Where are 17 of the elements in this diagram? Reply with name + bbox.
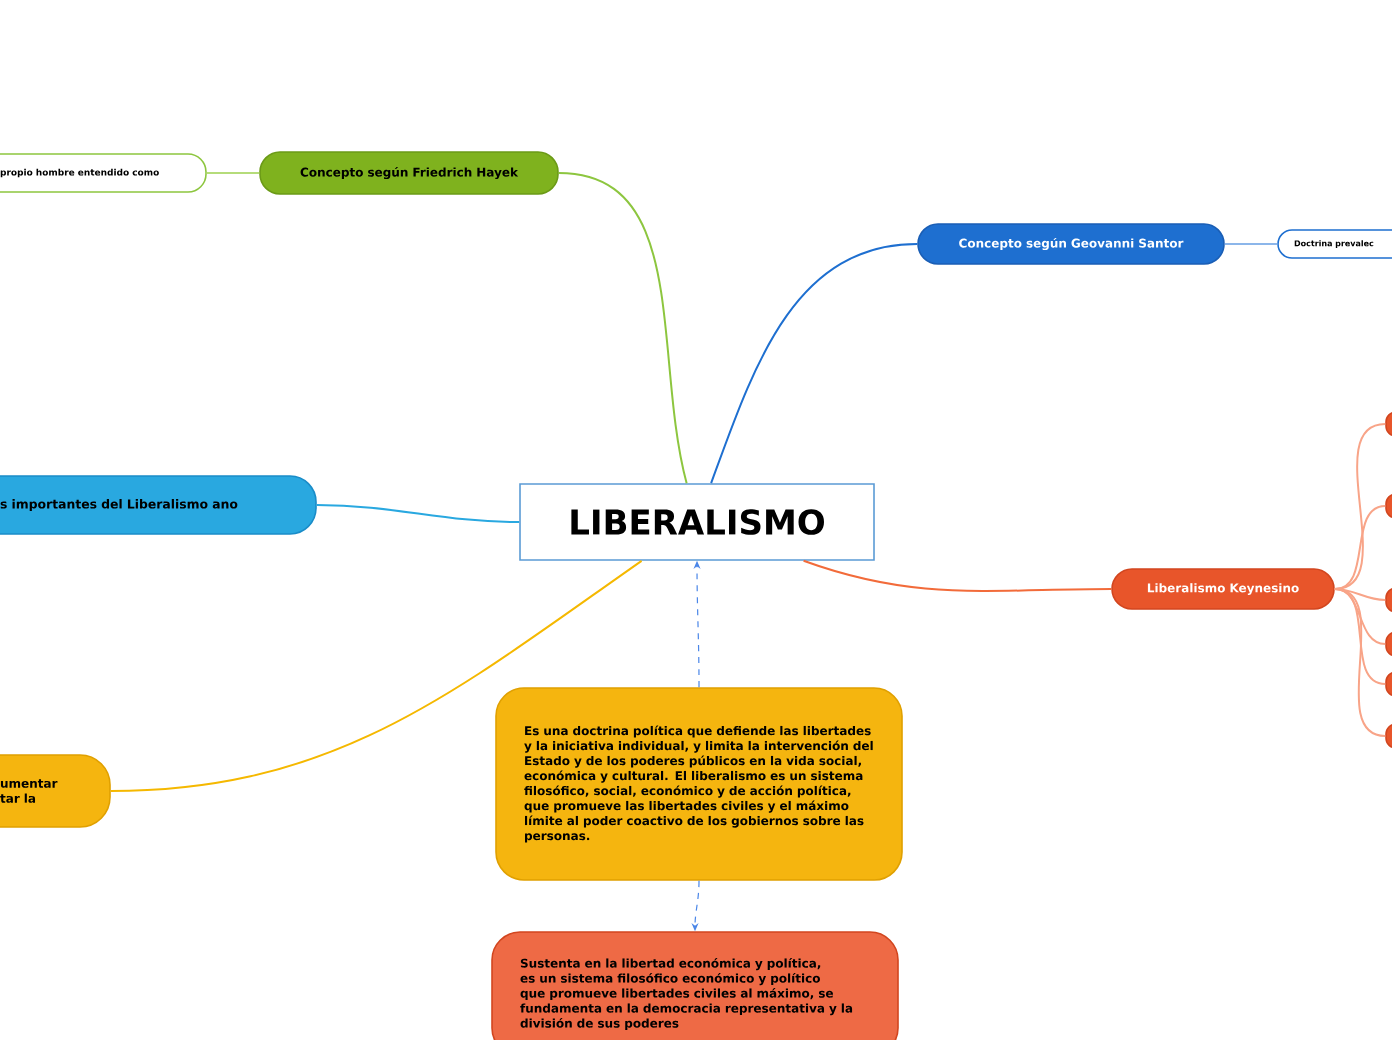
connector-line bbox=[109, 559, 643, 792]
subtopic-box bbox=[1385, 587, 1392, 613]
connector-line bbox=[1223, 243, 1279, 245]
subtopic-box bbox=[1385, 723, 1392, 749]
central-topic-box: LIBERALISMO bbox=[519, 483, 875, 561]
connector-line bbox=[1333, 505, 1387, 590]
subtopic-box bbox=[1385, 631, 1392, 657]
connector-line bbox=[1333, 588, 1387, 685]
subtopic-box bbox=[1385, 671, 1392, 697]
connector-line bbox=[315, 504, 521, 523]
connector-line bbox=[710, 243, 919, 485]
subtopic-box bbox=[1385, 411, 1392, 437]
subtopic-box bbox=[1385, 493, 1392, 519]
connector-line bbox=[205, 172, 261, 174]
connector-line bbox=[557, 172, 688, 485]
connector-line bbox=[1333, 588, 1387, 737]
connector-line bbox=[802, 559, 1113, 592]
